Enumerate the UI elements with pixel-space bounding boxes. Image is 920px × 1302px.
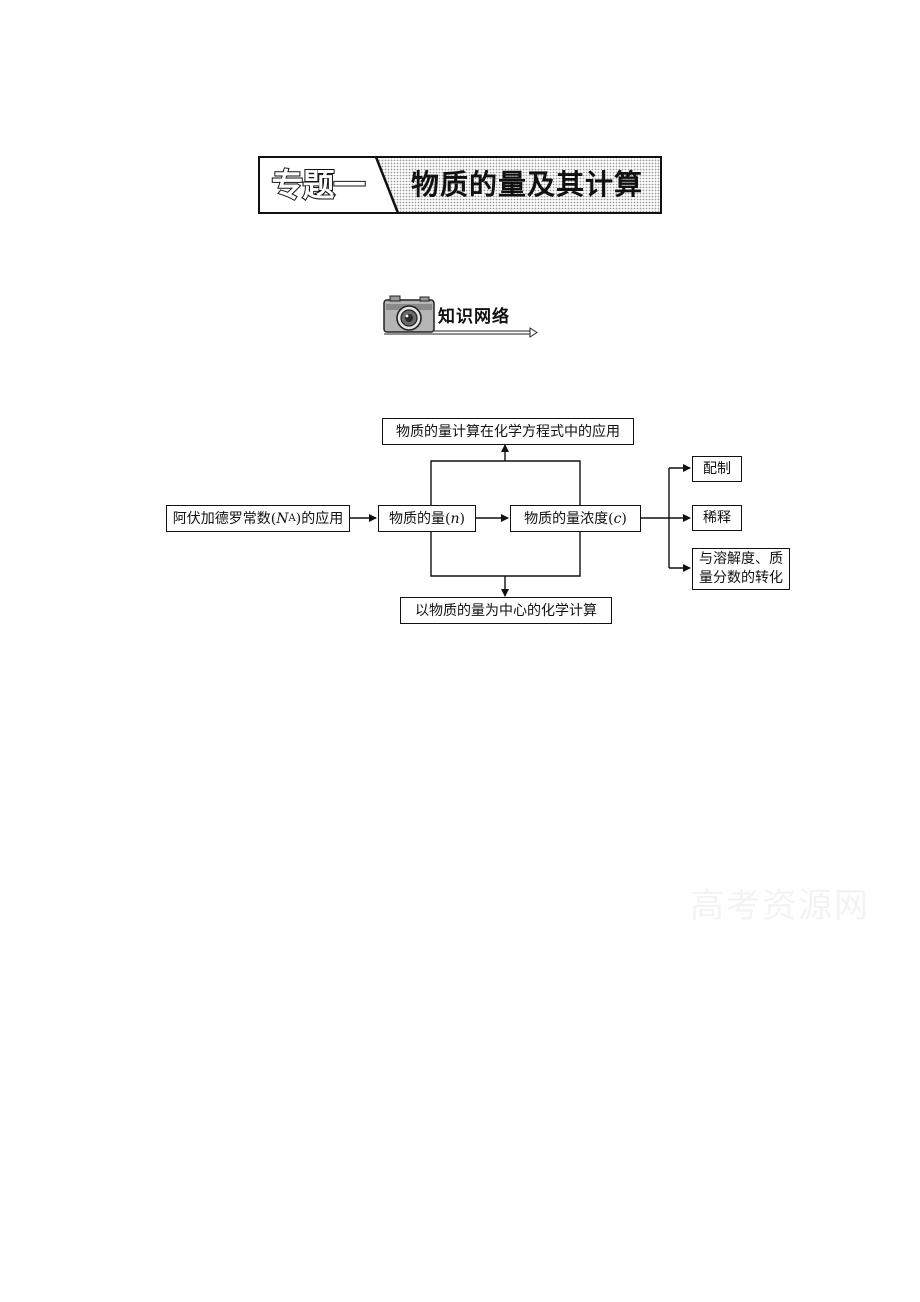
conc-symbol: c — [613, 510, 622, 527]
avogadro-prefix: 阿伏加德罗常数( — [172, 510, 277, 527]
conc-suffix: ) — [621, 510, 627, 527]
banner-frame — [258, 156, 662, 214]
amount-suffix: ) — [459, 510, 465, 527]
top-node-equation-application: 物质的量计算在化学方程式中的应用 — [382, 418, 634, 445]
bottom-node-text: 以物质的量为中心的化学计算 — [415, 602, 597, 619]
diagram-connectors — [350, 444, 691, 597]
branch-node-preparation: 配制 — [692, 456, 742, 482]
branch-3-text: 与溶解度、质量分数的转化 — [699, 551, 783, 586]
top-node-text: 物质的量计算在化学方程式中的应用 — [396, 423, 620, 440]
amount-symbol: n — [450, 510, 460, 527]
avogadro-subscript: A — [288, 512, 296, 524]
branch-2-text: 稀释 — [703, 510, 731, 526]
amount-prefix: 物质的量( — [389, 510, 451, 527]
watermark: 高考资源网 — [690, 886, 870, 926]
section-title: 知识网络 — [438, 307, 510, 327]
section-heading: 知识网络 — [382, 294, 538, 338]
avogadro-symbol: N — [276, 510, 289, 527]
amount-of-substance-node: 物质的量(n) — [378, 505, 476, 532]
camera-icon — [383, 295, 538, 338]
conc-prefix: 物质的量浓度( — [524, 510, 614, 527]
branch-1-text: 配制 — [703, 461, 731, 477]
chapter-number: 专题一 — [270, 165, 366, 205]
molar-concentration-node: 物质的量浓度(c) — [510, 505, 641, 532]
chapter-title: 物质的量及其计算 — [410, 168, 643, 201]
avogadro-suffix: )的应用 — [295, 510, 344, 527]
branch-node-dilution: 稀释 — [692, 505, 742, 531]
chapter-banner: 专题一 物质的量及其计算 — [258, 156, 662, 214]
branch-node-conversion: 与溶解度、质量分数的转化 — [692, 548, 790, 590]
bottom-node-centered-calculation: 以物质的量为中心的化学计算 — [400, 597, 612, 624]
